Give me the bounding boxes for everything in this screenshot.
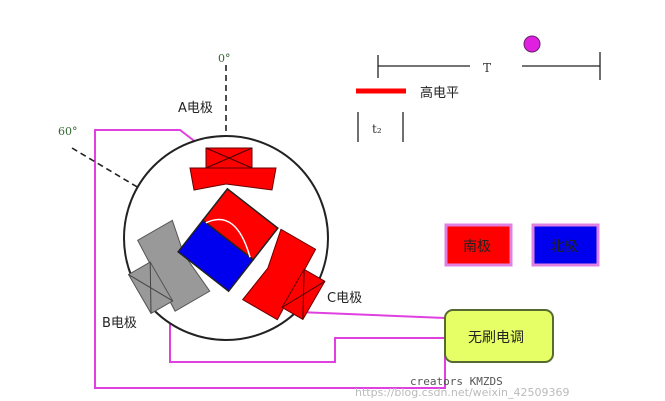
angle-sixty-label: 60° <box>58 125 78 138</box>
angle-zero-label: 0° <box>218 52 231 65</box>
electrode-a-label: A电极 <box>178 101 213 116</box>
electrode-c-label: C电极 <box>327 291 362 306</box>
north-pole-label: 北极 <box>550 239 578 255</box>
wires <box>94 129 446 389</box>
wire-a <box>94 129 446 389</box>
rotor <box>177 187 279 293</box>
south-pole-legend: 南极 <box>444 223 513 267</box>
t2-label: t₂ <box>372 122 382 136</box>
esc-box: 无刷电调 <box>444 309 554 363</box>
period-label: T <box>483 61 491 75</box>
coil-c <box>241 228 326 321</box>
watermark-left: creators KMZDS <box>410 375 503 388</box>
wire-b <box>169 305 445 363</box>
north-pole-legend: 北极 <box>531 223 600 267</box>
timing-diagram <box>357 52 601 142</box>
south-pole-label: 南极 <box>463 239 491 255</box>
magenta-dot <box>523 35 541 53</box>
wire-c <box>297 311 446 319</box>
coil-b <box>127 219 211 315</box>
esc-label: 无刷电调 <box>468 330 524 346</box>
watermark-right: https://blog.csdn.net/weixin_42509369 <box>355 386 570 399</box>
electrode-b-label: B电极 <box>102 316 137 331</box>
high-level-label: 高电平 <box>420 85 459 101</box>
coil-a <box>189 147 277 191</box>
